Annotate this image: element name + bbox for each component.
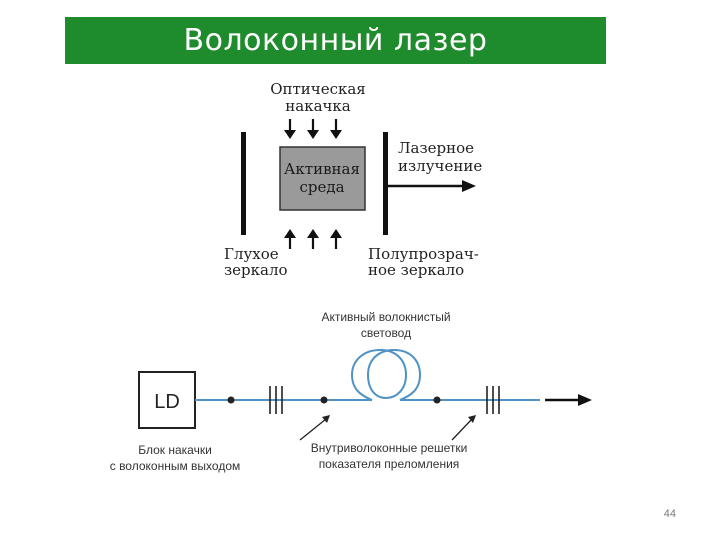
medium-label-line1: Активная	[284, 160, 360, 178]
ld-label: LD	[154, 391, 180, 413]
output-mirror-label-line1: Полупрозрач-	[368, 245, 479, 263]
gratings-label-line1: Внутриволоконные решетки	[311, 441, 468, 455]
grating-pointer-right	[451, 418, 473, 441]
grating-pointer-right-head	[468, 415, 476, 423]
grating-pointer-left	[299, 418, 327, 441]
grating-pointer-left-head	[322, 415, 330, 423]
slide-title: Волоконный лазер	[183, 23, 488, 58]
output-beam-arrowhead	[462, 180, 476, 192]
grating-right	[486, 386, 500, 414]
pump-block-label-line2: с волоконным выходом	[110, 459, 241, 473]
splice-point-1	[227, 396, 235, 404]
active-medium	[279, 146, 366, 211]
rear-mirror	[241, 132, 246, 235]
fiber-label-line1: Активный волокнистый	[321, 310, 450, 324]
grating-left	[269, 386, 283, 414]
splice-point-2	[320, 396, 328, 404]
title-bar: Волоконный лазер	[65, 17, 606, 64]
rear-mirror-label-line2: зеркало	[224, 261, 288, 279]
splice-point-3	[433, 396, 441, 404]
pump-block-label-line1: Блок накачки	[138, 443, 212, 457]
fiber-label-line2: световод	[361, 326, 411, 340]
ld-block	[138, 371, 196, 429]
page-number: 44	[663, 508, 676, 520]
output-label-line2: излучение	[398, 157, 482, 175]
classic-laser-scheme: Оптическая накачка Активная среда Лазерн…	[224, 80, 482, 279]
pump-label-line1: Оптическая	[270, 80, 366, 98]
rear-mirror-label-line1: Глухое	[224, 245, 279, 263]
pump-label-line2: накачка	[285, 97, 351, 115]
medium-label-line2: среда	[299, 178, 344, 196]
fiber-coil	[350, 348, 422, 401]
fiber-laser-scheme: Активный волокнистый световод LD	[110, 310, 592, 473]
output-mirror-label-line2: ное зеркало	[368, 261, 464, 279]
output-mirror	[383, 132, 388, 235]
pump-arrows-top	[284, 119, 342, 139]
pump-arrows-bottom	[284, 229, 342, 249]
output-label-line1: Лазерное	[398, 139, 474, 157]
gratings-label-line2: показателя преломления	[319, 457, 460, 471]
fiber-output-arrowhead	[578, 394, 592, 406]
